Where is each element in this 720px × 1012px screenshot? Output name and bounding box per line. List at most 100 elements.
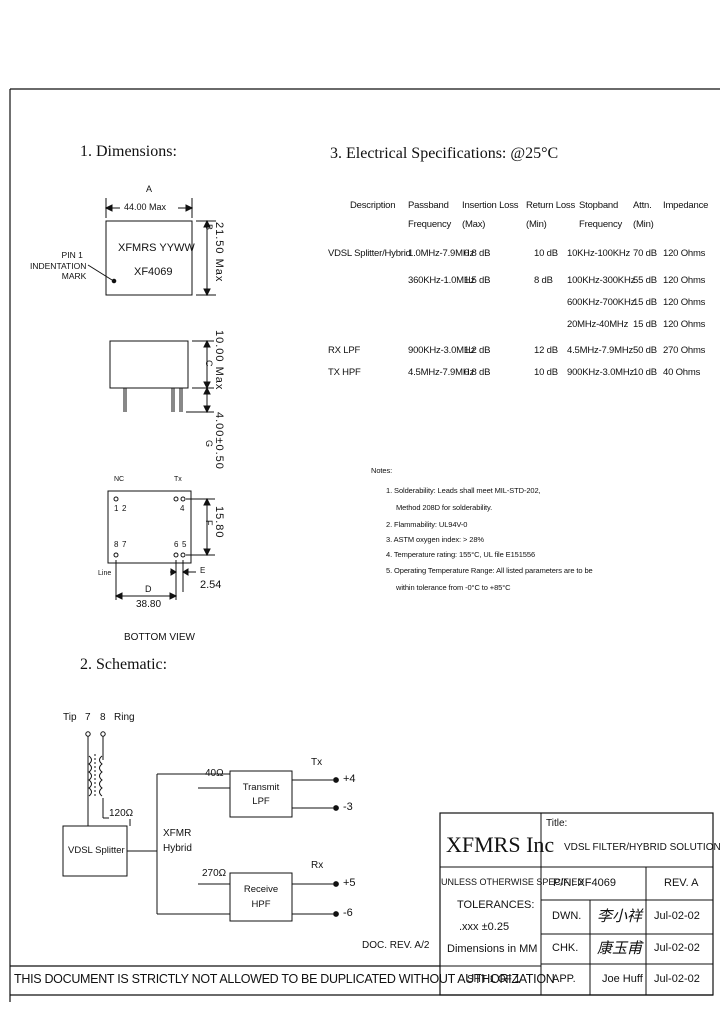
approved-date: Jul-02-02 [654,973,700,985]
dim-d-value: 38.80 [136,599,162,610]
part-marking-line2: XF4069 [134,266,173,278]
spec-cell-description: TX HPF [328,367,361,378]
spec-cell-passband: 360KHz-1.0MHz [408,275,476,286]
note-1: 1. Solderability: Leads shall meet MIL-S… [386,486,541,495]
company-name: XFMRS Inc [446,832,555,857]
pin-7-label: 7 [85,712,91,723]
pin-plus4-label: +4 [343,773,356,785]
pin-2: 2 [122,504,127,513]
sheet-number: SHT 1 OF 1 [467,974,521,985]
tx-label: Tx [311,757,323,768]
dim-e-letter: E [200,566,206,575]
vdsl-splitter-label: VDSL Splitter [68,845,125,856]
note-3: 3. ASTM oxygen index: > 28% [386,535,484,544]
spec-cell-return-loss: 10 dB [534,248,558,259]
pin-6: 6 [174,540,179,549]
pin-4: 4 [180,504,185,513]
ring-label: Ring [114,712,135,723]
spec-cell-impedance: 120 Ohms [663,297,706,308]
spec-header-stopband: Stopband [579,200,619,211]
xfmr-label-line2: Hybrid [163,843,192,854]
spec-cell-stopband: 10KHz-100KHz [567,248,631,259]
spec-cell-impedance: 120 Ohms [663,275,706,286]
spec-cell-passband: 1.0MHz-7.9MHz [408,248,475,259]
pin-7: 7 [122,540,127,549]
unless-specified: UNLESS OTHERWISE SPECIFIED [441,877,584,887]
rx-label: Rx [311,860,324,871]
approved-label: APP. [552,973,576,985]
drawn-date: Jul-02-02 [654,910,700,922]
spec-cell-impedance: 120 Ohms [663,319,706,330]
dim-b-value: 21.50 Max [213,222,225,283]
spec-header-passband-unit: Frequency [408,219,452,230]
dimensions-unit: Dimensions in MM [447,943,538,955]
spec-header-insertion-loss-unit: (Max) [462,219,486,230]
pin1-label-line2: INDENTATION [30,260,87,271]
transmit-lpf-label: Transmit LPF [230,781,292,809]
spec-cell-insertion-loss: 1.2 dB [464,345,491,356]
pin-minus6-label: -6 [343,907,353,919]
spec-cell-attenuation: 10 dB [633,367,657,378]
dim-e-value: 2.54 [200,579,222,591]
dim-f-value: 15.80 [213,506,225,539]
spec-header-insertion-loss: Insertion Loss [462,200,519,211]
transmit-label-line2: LPF [252,796,270,807]
spec-header-stopband-unit: Frequency [579,219,623,230]
receive-hpf-label: Receive HPF [230,882,292,912]
approved-name: Joe Huff [602,973,643,985]
transmit-label-line1: Transmit [242,782,280,793]
spec-cell-stopband: 900KHz-3.0MHz [567,367,635,378]
resistor-120-label: 120Ω [109,808,134,819]
schematic-heading: 2. Schematic: [80,656,168,673]
spec-cell-insertion-loss: 0.8 dB [464,248,491,259]
electrical-heading: 3. Electrical Specifications: @25°C [330,145,559,162]
spec-cell-attenuation: 55 dB [633,275,657,286]
spec-cell-stopband: 4.5MHz-7.9MHz [567,345,634,356]
pin-plus5-label: +5 [343,877,356,889]
spec-header-impedance: Impedance [663,200,709,211]
spec-cell-insertion-loss: 0.8 dB [464,367,491,378]
doc-revision: DOC. REV. A/2 [362,940,430,951]
spec-cell-description: VDSL Splitter/Hybrid [328,248,411,259]
note-5: 5. Operating Temperature Range: All list… [386,566,593,575]
spec-cell-stopband: 20MHz-40MHz [567,319,629,330]
spec-header-description: Description [350,200,396,211]
spec-cell-impedance: 120 Ohms [663,248,706,259]
spec-cell-attenuation: 70 dB [633,248,657,259]
dim-d-letter: D [145,584,152,594]
spec-cell-description: RX LPF [328,345,361,356]
spec-header-attenuation-unit: (Min) [633,219,654,230]
pin-5: 5 [182,540,187,549]
spec-header-return-loss: Return Loss [526,200,576,211]
dim-a-value: 44.00 Max [123,202,168,212]
duplication-warning: THIS DOCUMENT IS STRICTLY NOT ALLOWED TO… [14,972,555,986]
spec-cell-insertion-loss: 1.5 dB [464,275,491,286]
spec-cell-impedance: 270 Ohms [663,345,706,356]
pin-label-tx: Tx [174,476,182,483]
resistor-40-label: 40Ω [205,768,224,779]
spec-cell-passband: 900KHz-3.0MHz [408,345,476,356]
spec-cell-passband: 4.5MHz-7.9MHz [408,367,475,378]
drawing-title: VDSL FILTER/HYBRID SOLUTION [564,842,720,853]
spec-header-return-loss-unit: (Min) [526,219,547,230]
note-1-cont: Method 208D for solderability. [396,503,493,512]
pin1-label-line3: MARK [61,271,87,281]
bottom-view-label: BOTTOM VIEW [124,632,195,643]
pin-8: 8 [114,540,119,549]
title-label: Title: [546,818,568,829]
xfmr-hybrid-label: XFMR Hybrid [163,826,192,856]
dim-g-value: 4.00±0.50 [213,412,225,470]
spec-cell-impedance: 40 Ohms [663,367,701,378]
spec-cell-attenuation: 50 dB [633,345,657,356]
revision: REV. A [664,877,699,889]
notes-title: Notes: [371,466,393,475]
spec-cell-attenuation: 15 dB [633,319,657,330]
spec-cell-return-loss: 12 dB [534,345,558,356]
resistor-270-label: 270Ω [202,868,227,879]
spec-cell-stopband: 100KHz-300KHz [567,275,636,286]
pin-label-nc: NC [114,476,125,483]
tolerances-label: TOLERANCES: [457,899,535,911]
xfmr-label-line1: XFMR [163,828,192,839]
dim-c-value: 10.00 Max [213,330,225,391]
